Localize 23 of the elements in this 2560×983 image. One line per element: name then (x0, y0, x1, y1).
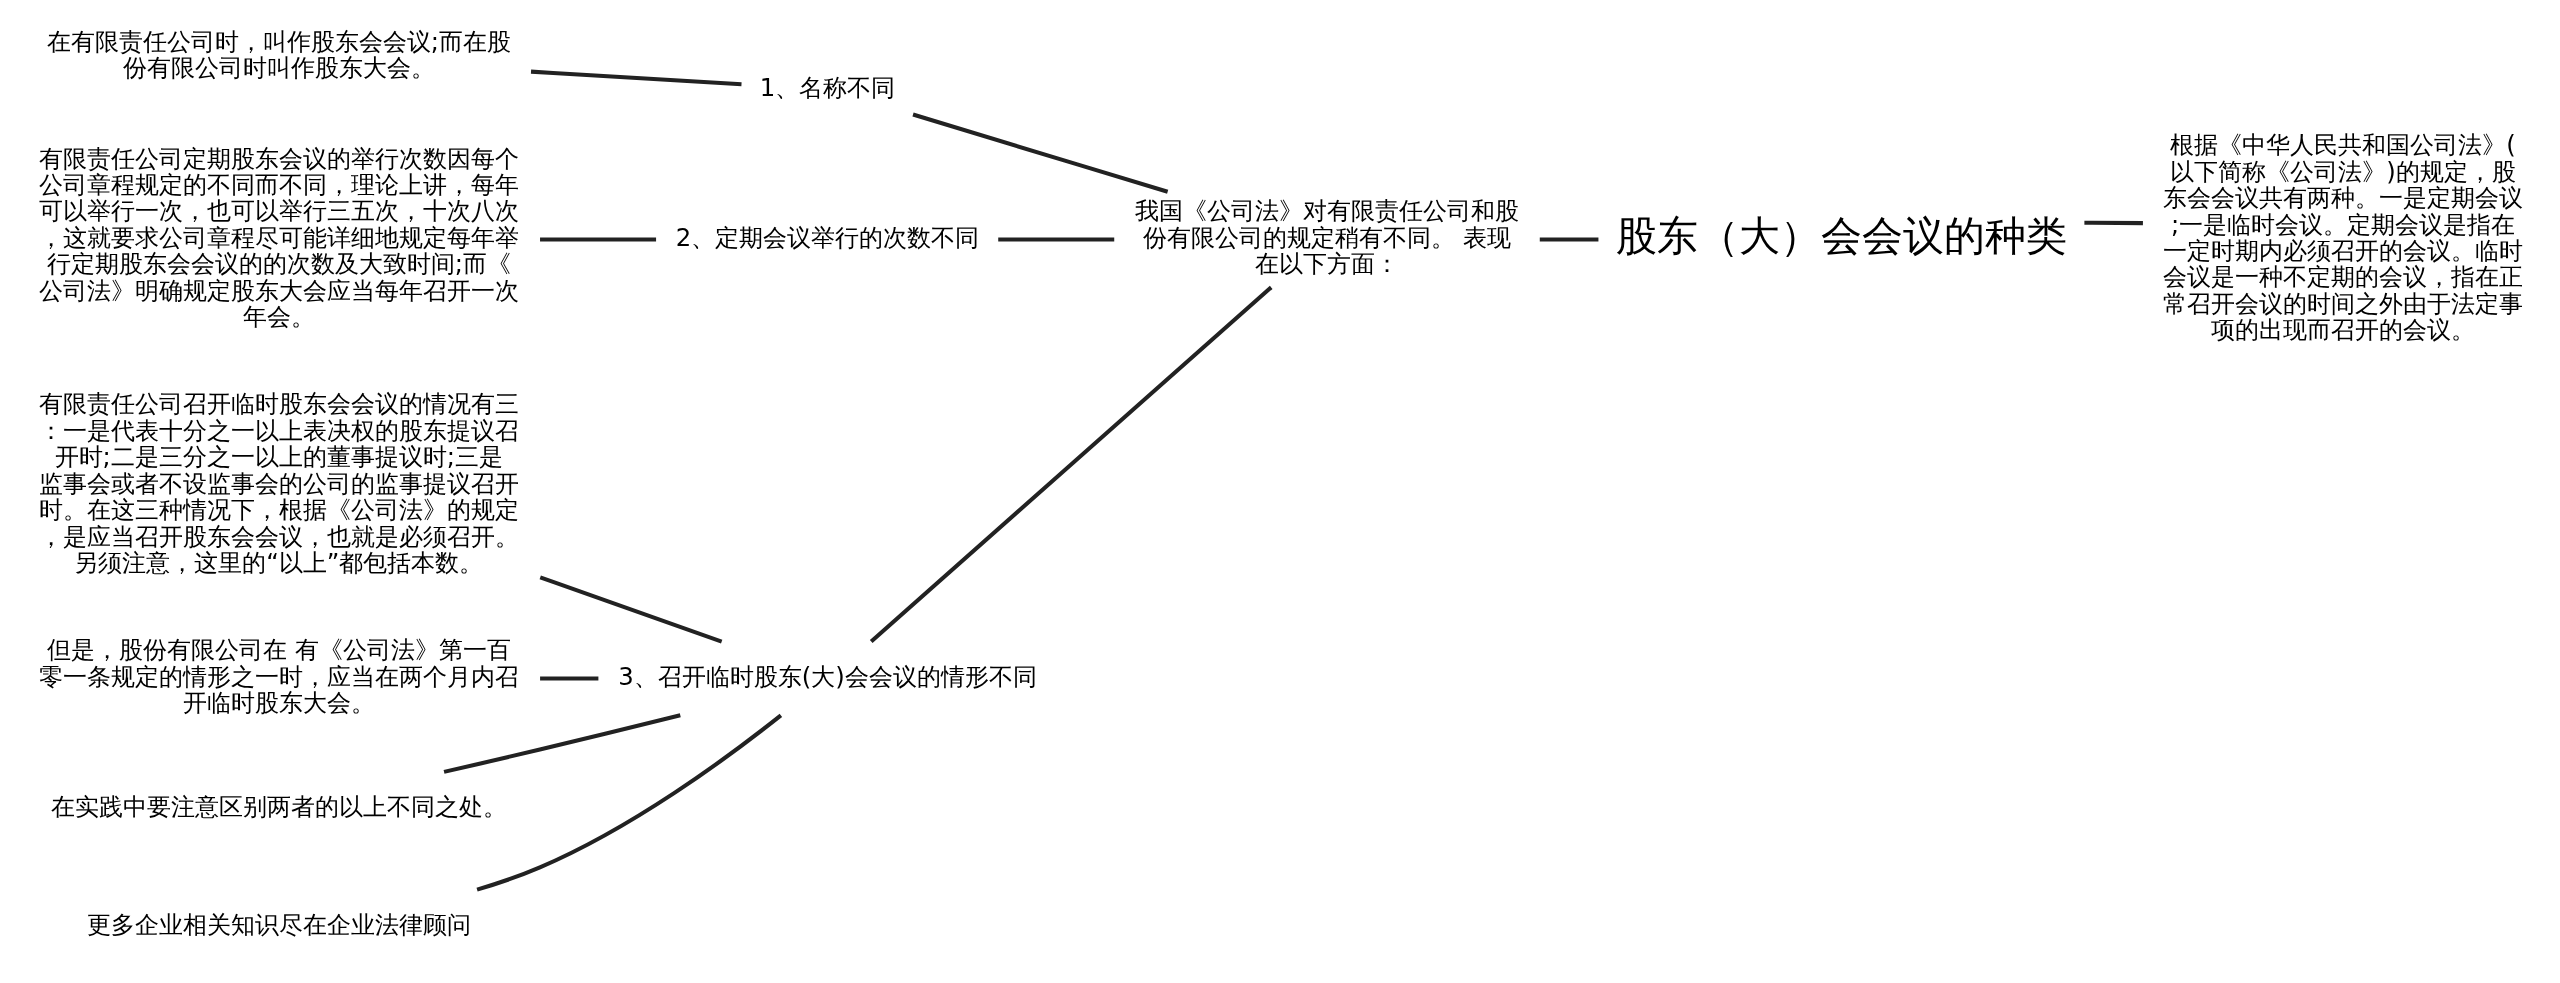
connector (443, 713, 681, 774)
connector (2083, 220, 2143, 226)
node-text: 2、定期会议举行的次数不同 (675, 222, 979, 252)
connector (1539, 237, 1598, 242)
node-text: 更多企业相关知识尽在企业法律顾问 (86, 909, 471, 939)
connector (539, 676, 598, 681)
connector (539, 237, 656, 242)
connector (911, 112, 1168, 194)
node-text: 我国《公司法》对有限责任公司和股份有限公司的规定稍有不同。 表现在以下方面： (1134, 196, 1519, 279)
node-text: 在有限责任公司时，叫作股东会会议;而在股份有限公司时叫作股东大会。 (46, 26, 511, 83)
connector (869, 285, 1273, 643)
node-text: 有限责任公司定期股东会议的举行次数因每个公司章程规定的不同而不同，理论上讲，每年可以举行一次，也可以举行三五次，十次八次，这就要求公司章程尽可能详细地规定每年举行定期股东会会议的的次数及大致时间;而《公司法》明确规定股东大会应当每年召开一次年会。 (38, 143, 519, 332)
connector (539, 575, 722, 644)
connector (476, 713, 782, 892)
node-text: 但是，股份有限公司在 有《公司法》第一百零一条规定的情形之一时，应当在两个月内召开临时股东大会。 (38, 635, 519, 718)
connector (997, 237, 1114, 242)
node-text: 股东（大）会会议的种类 (1615, 211, 2067, 260)
node-text: 在实践中要注意区别两者的以上不同之处。 (50, 791, 507, 821)
connector (530, 69, 742, 87)
node-text: 1、名称不同 (759, 72, 895, 102)
node-text: 3、召开临时股东(大)会会议的情形不同 (617, 661, 1037, 691)
node-text: 有限责任公司召开临时股东会会议的情况有三：一是代表十分之一以上表决权的股东提议召开时;二是三分之一以上的董事提议时;三是监事会或者不设监事会的公司的监事提议召开时。在这三种情况下，根据《公司法》的规定，是应当召开股东会会议，也就是必须召开。另须注意，这里的“以上”都包括本数。 (38, 389, 519, 577)
node-text: 根据《中华人民共和国公司法》(以下简称《公司法》)的规定，股东会会议共有两种。一是定期会议;一是临时会议。定期会议是指在一定时期内必须召开的会议。临时会议是一种不定期的会议，指在正常召开会议的时间之外由于法定事项的出现而召开的会议。 (2162, 130, 2523, 345)
